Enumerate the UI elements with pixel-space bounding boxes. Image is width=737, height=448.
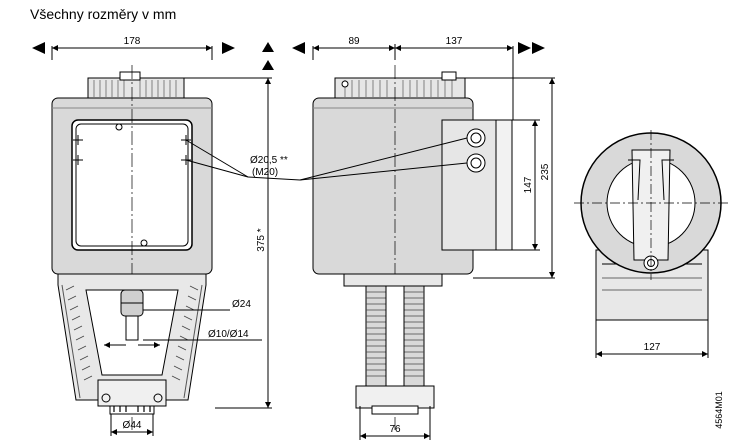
dim-total-height: 235 xyxy=(540,163,551,180)
dim-height: 375 * xyxy=(256,228,267,251)
dim-conduit-thread: (M20) xyxy=(252,167,278,178)
dim-side-right: 137 xyxy=(446,36,463,47)
dim-conduit: Ø20,5 ** xyxy=(250,155,288,166)
view-arrow-left-icon xyxy=(292,42,305,54)
dim-box-height: 147 xyxy=(523,176,534,193)
view-arrow-right-icon xyxy=(532,42,545,54)
dim-shaft-width: 76 xyxy=(389,424,401,435)
front-view xyxy=(32,42,274,436)
dim-side-left: 89 xyxy=(348,36,360,47)
drawing-code: 4564M01 xyxy=(714,391,724,429)
dim-stem-range: Ø10/Ø14 xyxy=(208,329,249,340)
dim-stem: Ø24 xyxy=(232,299,251,310)
dim-back-width: 127 xyxy=(644,342,661,353)
drawing-title: Všechny rozměry v mm xyxy=(30,6,177,22)
view-arrow-left-icon xyxy=(32,42,45,54)
dim-bottom-bore: Ø44 xyxy=(123,420,142,431)
rear-view xyxy=(574,130,730,358)
view-arrow-up-icon xyxy=(262,60,274,70)
view-arrow-right-icon xyxy=(222,42,235,54)
conduit-leaders xyxy=(247,137,468,181)
dim-front-width: 178 xyxy=(124,36,141,47)
side-view xyxy=(292,42,555,440)
view-arrow-up-icon xyxy=(262,42,274,52)
view-arrow-right-icon xyxy=(518,42,531,54)
